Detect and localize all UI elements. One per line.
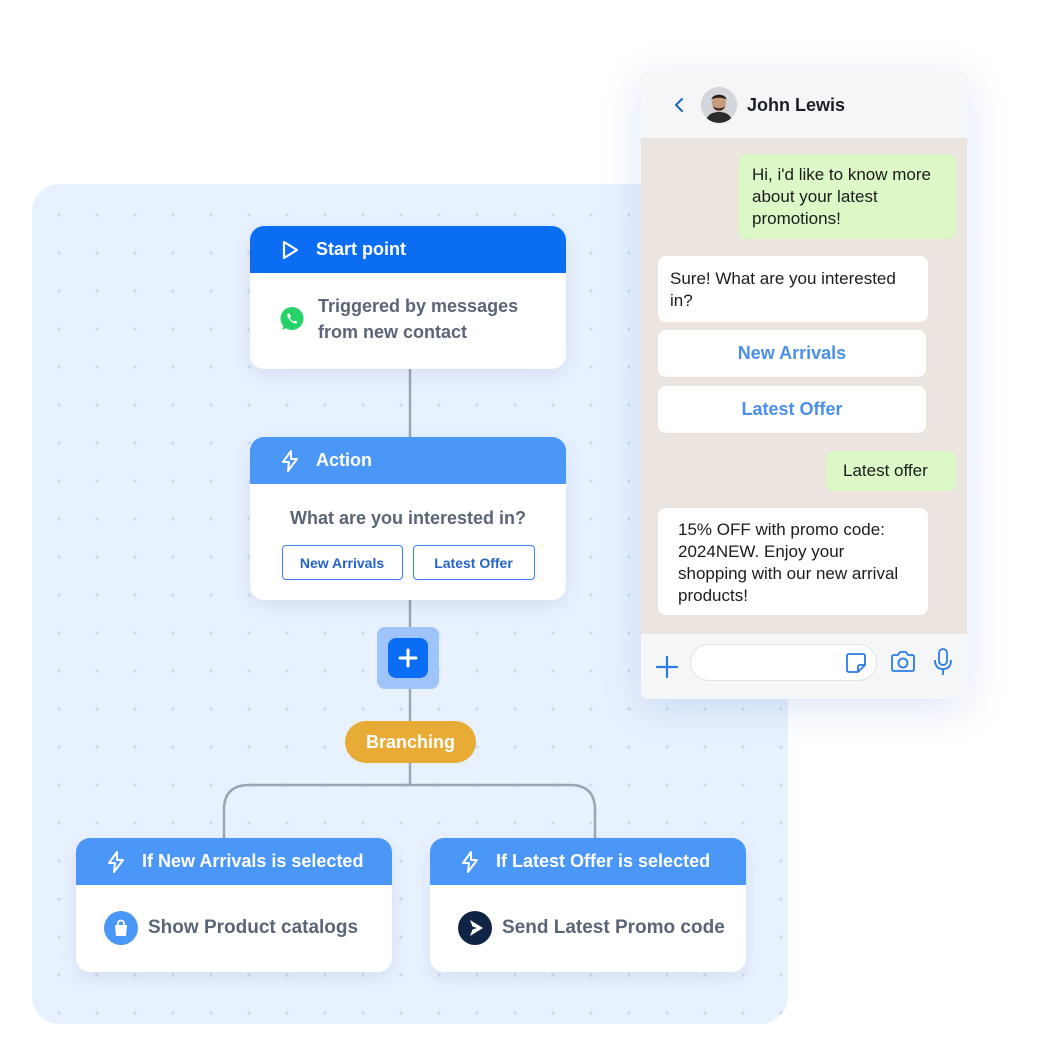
branching-node[interactable]: Branching: [345, 721, 476, 763]
message-incoming: Sure! What are you interested in?: [658, 256, 928, 322]
branch-latest-offer-action: Send Latest Promo code: [502, 917, 725, 938]
lightning-icon: [104, 850, 128, 874]
start-point-header: Start point: [250, 226, 566, 273]
branch-latest-offer-header: If Latest Offer is selected: [430, 838, 746, 885]
message-input[interactable]: [690, 644, 877, 681]
action-question: What are you interested in?: [289, 508, 527, 528]
add-step-button[interactable]: [388, 638, 428, 678]
quick-reply-latest-offer[interactable]: Latest Offer: [658, 386, 926, 433]
play-icon: [278, 238, 302, 262]
branch-new-arrivals-title: If New Arrivals is selected: [142, 851, 364, 871]
message-composer: [641, 634, 967, 699]
action-card[interactable]: Action What are you interested in? New A…: [250, 437, 566, 600]
sticker-icon[interactable]: [844, 651, 868, 675]
message-outgoing: Latest offer: [826, 451, 956, 491]
message-outgoing: Hi, i'd like to know more about your lat…: [738, 154, 956, 239]
lightning-icon: [458, 850, 482, 874]
branch-latest-offer-card[interactable]: If Latest Offer is selected Send Latest …: [430, 838, 746, 972]
branch-latest-offer-title: If Latest Offer is selected: [496, 851, 711, 871]
attach-plus-icon[interactable]: [654, 654, 680, 680]
branch-new-arrivals-body: Show Product catalogs: [76, 885, 392, 945]
branch-latest-offer-body: Send Latest Promo code: [430, 885, 746, 945]
action-options: New Arrivals Latest Offer: [250, 545, 566, 580]
back-arrow-icon[interactable]: [669, 95, 689, 115]
add-step-area: [377, 627, 439, 689]
action-header: Action: [250, 437, 566, 484]
message-incoming: 15% OFF with promo code: 2024NEW. Enjoy …: [658, 508, 928, 615]
whatsapp-icon: [278, 305, 306, 333]
branch-new-arrivals-header: If New Arrivals is selected: [76, 838, 392, 885]
trigger-description: Triggered by messages from new contact: [318, 296, 519, 342]
chat-header: John Lewis: [641, 72, 967, 138]
start-point-body: Triggered by messages from new contact: [250, 273, 566, 345]
plus-icon: [396, 646, 420, 670]
microphone-icon[interactable]: [932, 647, 954, 677]
lightning-icon: [278, 449, 302, 473]
promo-send-icon: [458, 911, 492, 945]
chat-window: John Lewis Hi, i'd like to know more abo…: [641, 72, 967, 699]
branch-new-arrivals-card[interactable]: If New Arrivals is selected Show Product…: [76, 838, 392, 972]
action-title: Action: [316, 450, 372, 470]
branch-new-arrivals-action: Show Product catalogs: [148, 917, 359, 938]
camera-icon[interactable]: [889, 648, 917, 676]
option-latest-offer-button[interactable]: Latest Offer: [412, 545, 535, 580]
option-new-arrivals-button[interactable]: New Arrivals: [281, 545, 403, 580]
avatar[interactable]: [701, 87, 737, 123]
shopping-bag-icon: [104, 911, 138, 945]
start-point-title: Start point: [316, 239, 406, 259]
contact-name: John Lewis: [747, 94, 846, 115]
quick-reply-new-arrivals[interactable]: New Arrivals: [658, 330, 926, 377]
start-point-card[interactable]: Start point Triggered by messages from n…: [250, 226, 566, 369]
